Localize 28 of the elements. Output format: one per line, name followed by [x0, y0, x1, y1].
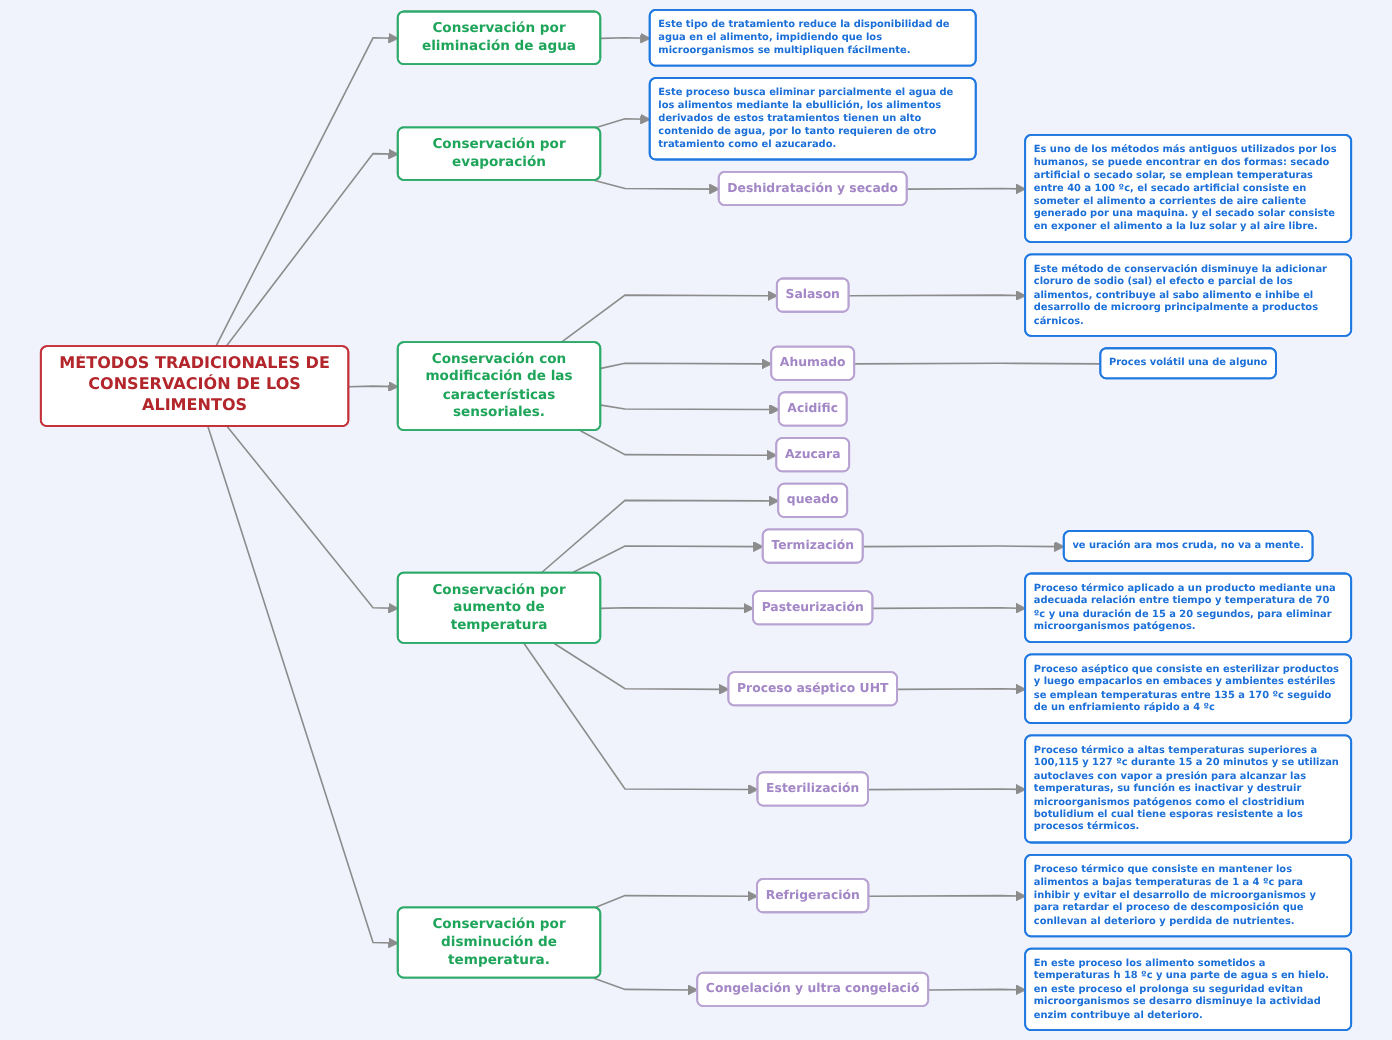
arrow — [600, 32, 651, 44]
arrow — [559, 290, 778, 344]
arrow — [540, 495, 780, 575]
arrow — [570, 541, 764, 575]
arrow — [593, 890, 759, 909]
arrow — [862, 541, 1065, 552]
arrow — [348, 381, 399, 392]
arrow — [214, 32, 399, 348]
arrow — [225, 148, 399, 348]
arrow — [226, 425, 399, 614]
arrow — [928, 984, 1027, 996]
arrow — [896, 683, 1027, 695]
arrow — [600, 358, 773, 370]
arrow — [207, 425, 399, 949]
arrow — [579, 429, 778, 461]
arrow — [868, 890, 1027, 902]
arrow — [600, 404, 780, 415]
arrow — [593, 977, 699, 996]
arrow — [872, 602, 1027, 614]
arrow — [593, 179, 720, 195]
arrow — [523, 642, 759, 795]
arrow — [848, 290, 1027, 301]
arrow — [906, 183, 1027, 195]
arrow — [593, 113, 651, 129]
arrow — [867, 783, 1027, 795]
arrow — [553, 642, 730, 695]
arrow — [600, 602, 755, 614]
connector — [854, 362, 1102, 365]
